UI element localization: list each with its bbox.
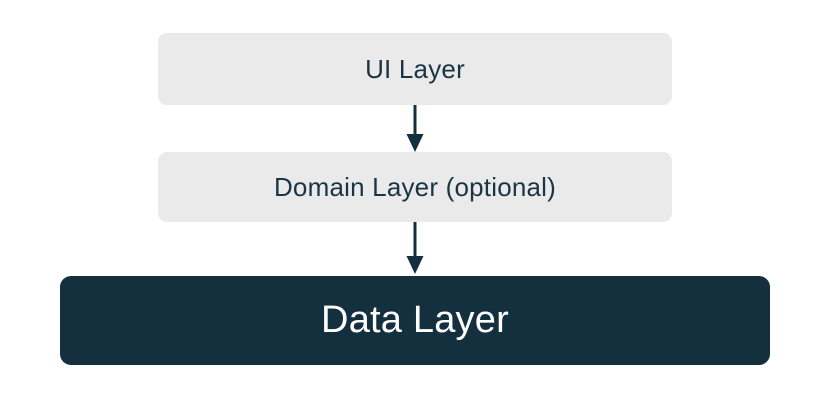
layer-box-domain-layer[interactable]: Domain Layer (optional): [158, 152, 672, 222]
layer-label-data-layer: Data Layer: [321, 298, 509, 341]
arrow-ui-to-domain: [399, 105, 431, 153]
layer-box-ui-layer[interactable]: UI Layer: [158, 33, 672, 105]
layer-label-domain-layer: Domain Layer (optional): [273, 171, 557, 202]
arrow-domain-to-data: [399, 222, 431, 275]
layer-label-ui-layer: UI Layer: [365, 53, 465, 84]
layer-box-data-layer[interactable]: Data Layer: [60, 276, 770, 365]
